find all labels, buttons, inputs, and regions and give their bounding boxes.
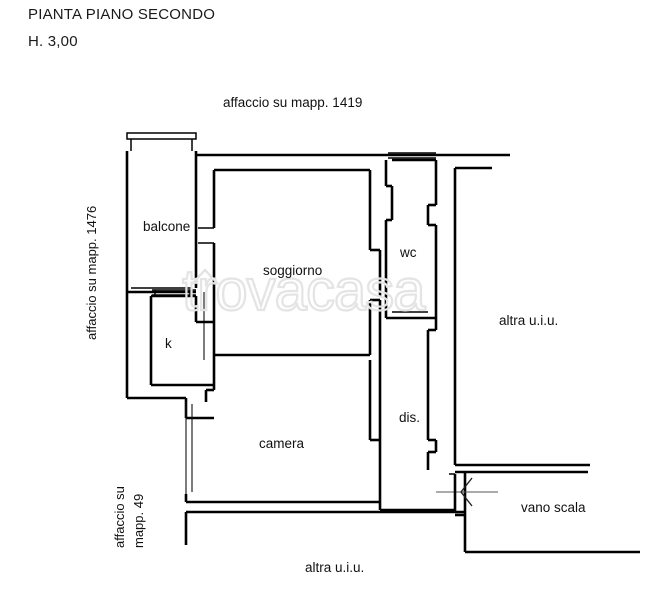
kitchen-outline <box>125 289 215 420</box>
camera-outline <box>184 355 382 504</box>
entry-door-symbol <box>436 473 498 512</box>
room-label-camera: camera <box>259 436 305 451</box>
page-title: PIANTA PIANO SECONDO <box>28 6 216 23</box>
edge-label-top: affaccio su mapp. 1419 <box>223 95 363 110</box>
ceiling-height-note: H. 3,00 <box>28 33 78 50</box>
room-label-vano-scala: vano scala <box>521 500 586 515</box>
wc-outline <box>384 152 438 348</box>
soggiorno-outline <box>196 153 383 360</box>
dis-outline <box>378 300 438 470</box>
balcone-outline <box>125 132 198 294</box>
room-label-k: k <box>165 336 172 351</box>
room-label-dis: dis. <box>399 410 421 425</box>
room-label-wc: wc <box>400 245 417 260</box>
outer-walls <box>184 153 640 554</box>
edge-label-right: altra u.i.u. <box>499 313 559 328</box>
room-label-soggiorno: soggiorno <box>263 263 323 278</box>
room-label-balcone: balcone <box>143 219 191 234</box>
edge-label-bottom: altra u.i.u. <box>305 560 365 575</box>
